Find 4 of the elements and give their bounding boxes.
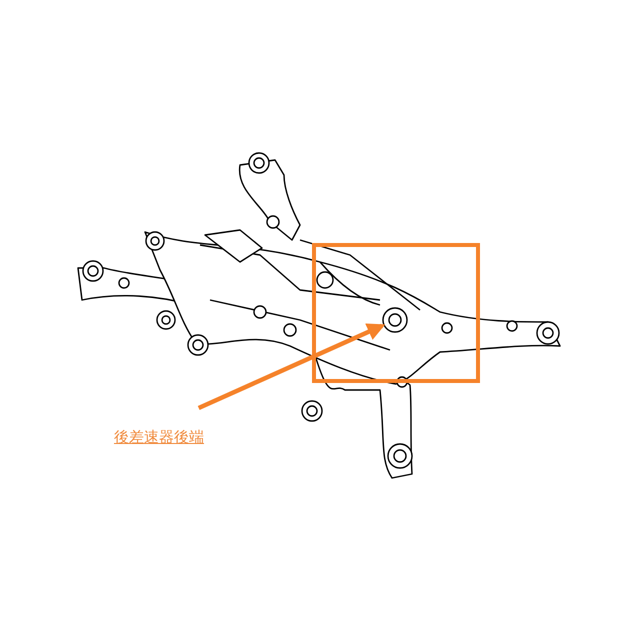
highlight-frame bbox=[312, 243, 480, 383]
part-label: 後差速器後端 bbox=[114, 428, 214, 450]
arrow bbox=[198, 324, 386, 410]
mount-bushing-icon bbox=[382, 307, 408, 333]
